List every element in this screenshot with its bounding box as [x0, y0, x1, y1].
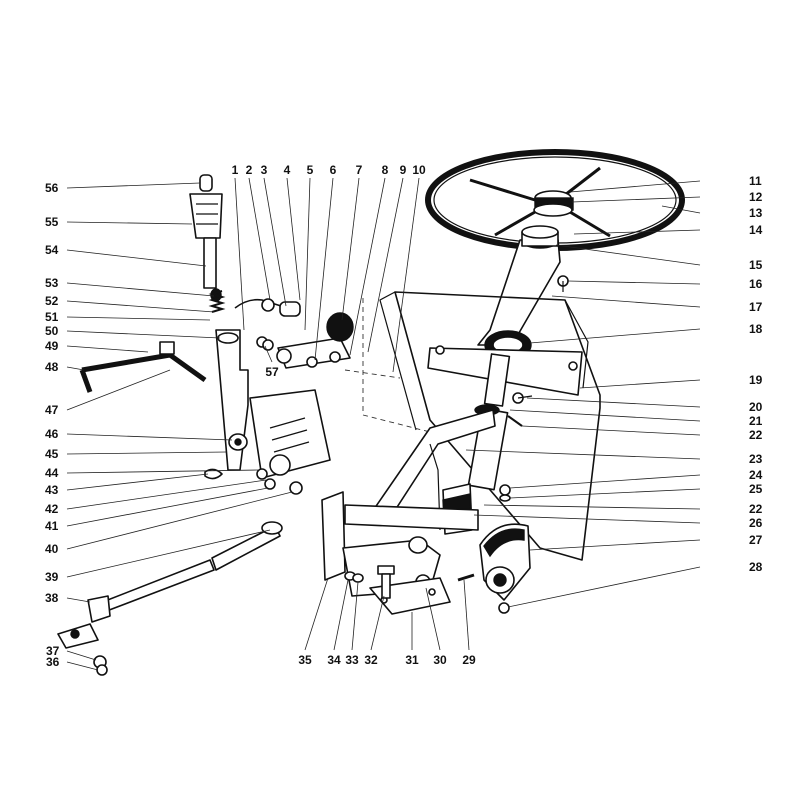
tie-rod: [87, 521, 283, 623]
callout-54: 54: [45, 243, 59, 257]
callout-19: 19: [749, 373, 763, 387]
spring-pin: [507, 415, 523, 427]
callout-18: 18: [749, 322, 763, 336]
callout-42: 42: [45, 502, 59, 516]
hex-bolt: [377, 565, 395, 599]
notched-quadrant-plate: [249, 389, 331, 479]
callout-9: 9: [400, 163, 407, 177]
callout-39: 39: [45, 570, 59, 584]
callout-52: 52: [45, 294, 59, 308]
cross-link: [276, 312, 354, 369]
callout-49: 49: [45, 339, 59, 353]
tie-rod-nut: [93, 655, 108, 676]
callout-48: 48: [45, 360, 59, 374]
lever-spring: [208, 290, 226, 313]
callout-32: 32: [364, 653, 378, 667]
callout-43: 43: [45, 483, 59, 497]
sector-gear: [479, 523, 531, 601]
callout-24: 24: [749, 468, 763, 482]
callout-31: 31: [405, 653, 419, 667]
callout-3: 3: [261, 163, 268, 177]
callout-56: 56: [45, 181, 59, 195]
callout-6: 6: [330, 163, 337, 177]
callout-23: 23: [749, 452, 763, 466]
callout-36: 36: [46, 655, 60, 669]
upper-linkage: [234, 298, 301, 351]
callout-7: 7: [356, 163, 363, 177]
lever-fasteners: [256, 468, 303, 495]
callout-57: 57: [265, 365, 279, 379]
callout-27: 27: [749, 533, 763, 547]
callout-26: 26: [749, 516, 763, 530]
lever-grip: [189, 193, 223, 239]
callout-38: 38: [45, 591, 59, 605]
callout-5: 5: [307, 163, 314, 177]
callout-55: 55: [45, 215, 59, 229]
callout-34: 34: [327, 653, 341, 667]
column-clamp-bolt: [557, 275, 569, 292]
bottom-screw: [498, 602, 510, 614]
dowel-pin: [457, 573, 475, 582]
callout-15: 15: [749, 258, 763, 272]
callout-8: 8: [382, 163, 389, 177]
callout-13: 13: [749, 206, 763, 220]
leader-lines: [66, 177, 701, 671]
callout-12: 12: [749, 190, 763, 204]
callout-41: 41: [45, 519, 59, 533]
dash-panel: [379, 291, 601, 561]
callout-50: 50: [45, 324, 59, 338]
callout-2: 2: [246, 163, 253, 177]
callout-labels: 1 2 3 4 5 6 7 8 9 10 11 12 13 14 15 16 1…: [45, 163, 763, 669]
callout-22-lower: 22: [749, 502, 763, 516]
throttle-rod: [79, 341, 207, 393]
callout-4: 4: [284, 163, 291, 177]
callout-14: 14: [749, 223, 763, 237]
callout-28: 28: [749, 560, 763, 574]
callout-51: 51: [45, 310, 59, 324]
callout-1: 1: [232, 163, 239, 177]
callout-46: 46: [45, 427, 59, 441]
hidden-line: [344, 369, 401, 379]
callout-11: 11: [749, 174, 762, 188]
callout-21: 21: [749, 414, 763, 428]
clip: [204, 468, 223, 480]
callout-37: 37: [46, 644, 60, 658]
lever-knob: [199, 174, 213, 192]
callout-44: 44: [45, 466, 59, 480]
washer-46: [228, 433, 248, 451]
callout-20: 20: [749, 400, 763, 414]
small-bolt: [512, 392, 533, 404]
callout-25: 25: [749, 482, 763, 496]
callout-47: 47: [45, 403, 59, 417]
callout-45: 45: [45, 447, 59, 461]
callout-30: 30: [433, 653, 447, 667]
callout-17: 17: [749, 300, 763, 314]
callout-22-upper: 22: [749, 428, 763, 442]
callout-53: 53: [45, 276, 59, 290]
steering-column: [477, 225, 561, 346]
hidden-line: [362, 298, 431, 433]
callout-29: 29: [462, 653, 476, 667]
callout-40: 40: [45, 542, 59, 556]
washer-stack: [344, 571, 364, 583]
callout-16: 16: [749, 277, 763, 291]
callout-35: 35: [298, 653, 312, 667]
horn-button-hub: [533, 190, 574, 217]
tie-rod-end: [57, 623, 99, 649]
callout-10: 10: [412, 163, 426, 177]
callout-33: 33: [345, 653, 359, 667]
nut-and-washer: [499, 484, 511, 502]
